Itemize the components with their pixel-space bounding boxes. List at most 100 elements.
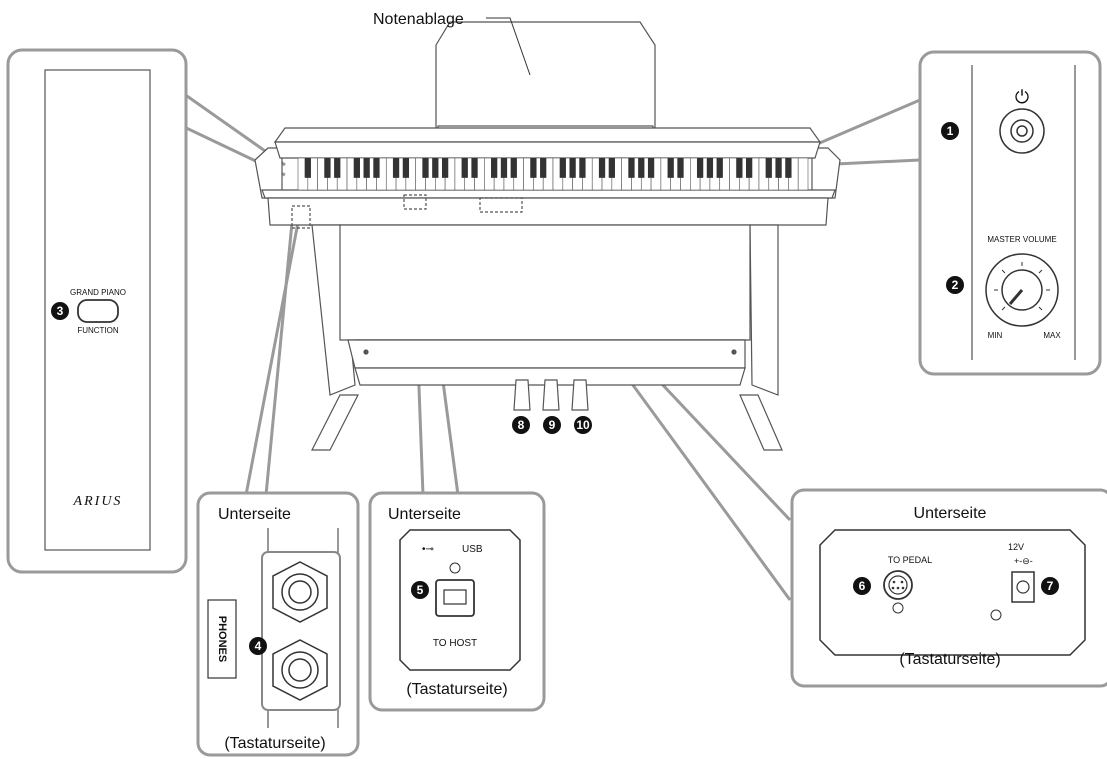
number-7: 7 xyxy=(1041,577,1059,595)
back-panel xyxy=(339,224,751,341)
black-key xyxy=(540,158,547,178)
phones-callout: Unterseite PHONES (Tastaturseite) 4 xyxy=(196,491,360,757)
leg-right xyxy=(749,224,779,396)
left-panel-callout: GRAND PIANO FUNCTION ARIUS 3 xyxy=(6,48,188,574)
foot-right xyxy=(739,394,783,451)
pedal-box xyxy=(347,339,746,369)
black-key xyxy=(500,158,508,178)
black-key xyxy=(304,158,311,178)
piano-lid xyxy=(273,127,822,143)
black-key xyxy=(785,158,792,178)
cabinet-left xyxy=(254,147,283,199)
svg-text:3: 3 xyxy=(57,304,64,318)
min-label: MIN xyxy=(988,331,1003,340)
black-key xyxy=(373,158,380,178)
dc-polarity-icon: +-⊖- xyxy=(1014,556,1033,566)
key-slip xyxy=(261,189,836,199)
brand-label: ARIUS xyxy=(73,494,123,509)
black-key xyxy=(510,158,517,178)
foot-left xyxy=(311,394,359,451)
music-rest-label: Notenablage xyxy=(373,11,464,28)
svg-text:1: 1 xyxy=(947,124,954,138)
black-key xyxy=(775,158,782,178)
svg-text:9: 9 xyxy=(549,418,556,432)
phones-label-box xyxy=(207,599,237,679)
number-10: 10 xyxy=(574,416,592,434)
black-key xyxy=(598,158,606,178)
black-key xyxy=(441,158,449,178)
black-key xyxy=(353,158,360,178)
pedals xyxy=(513,379,589,411)
function-label: FUNCTION xyxy=(77,326,119,335)
power-button xyxy=(999,108,1045,154)
black-key xyxy=(422,158,429,178)
black-key xyxy=(324,158,331,178)
black-key xyxy=(716,158,723,178)
black-key xyxy=(334,158,341,178)
black-key xyxy=(569,158,576,178)
black-key xyxy=(628,158,635,178)
black-key xyxy=(530,158,537,178)
front-rail xyxy=(267,197,829,226)
leg-left xyxy=(311,224,356,396)
to-host-label: TO HOST xyxy=(433,638,477,649)
black-key xyxy=(608,158,615,178)
keyboard xyxy=(297,157,809,191)
black-key xyxy=(471,158,478,178)
grand-piano-function-button xyxy=(77,299,119,323)
number-2: 2 xyxy=(946,276,964,294)
black-key xyxy=(736,158,743,178)
black-key xyxy=(579,158,586,178)
black-key xyxy=(461,158,468,178)
black-key xyxy=(432,158,439,178)
power-symbol: ⏻ xyxy=(1015,87,1029,107)
number-8: 8 xyxy=(512,416,530,434)
master-volume-label: MASTER VOLUME xyxy=(987,235,1056,244)
number-6: 6 xyxy=(853,577,871,595)
piano xyxy=(254,21,841,451)
phones-jack-upper xyxy=(272,561,328,623)
black-key xyxy=(402,158,410,178)
max-label: MAX xyxy=(1043,331,1061,340)
pedal-dc-callout: Unterseite TO PEDAL 12V +-⊖- (Tastaturse… xyxy=(790,488,1107,688)
number-1: 1 xyxy=(941,122,959,140)
fallboard xyxy=(274,141,821,159)
black-key xyxy=(638,158,645,178)
number-5: 5 xyxy=(411,581,429,599)
black-key xyxy=(363,158,370,178)
usb-symbol-icon: •⊸ xyxy=(422,544,434,555)
svg-text:10: 10 xyxy=(576,418,590,432)
music-rest-callout: Notenablage xyxy=(373,11,531,76)
black-key xyxy=(677,158,684,178)
white-key xyxy=(797,157,809,191)
svg-text:7: 7 xyxy=(1047,579,1054,593)
usb-label: USB xyxy=(462,544,483,555)
black-key xyxy=(706,158,714,178)
phones-label: PHONES xyxy=(216,616,228,662)
master-volume-knob xyxy=(985,253,1059,327)
svg-text:6: 6 xyxy=(859,579,866,593)
black-key xyxy=(746,158,753,178)
black-key xyxy=(559,158,566,178)
black-key xyxy=(765,158,772,178)
black-key xyxy=(491,158,498,178)
usb-keyboard-side-label: (Tastaturseite) xyxy=(406,681,507,698)
black-key xyxy=(696,158,704,178)
pedal-bottom-side-label: Unterseite xyxy=(914,505,987,522)
phones-keyboard-side-label: (Tastaturseite) xyxy=(224,735,325,752)
number-3: 3 xyxy=(51,302,69,320)
phones-bottom-side-label: Unterseite xyxy=(218,506,291,523)
usb-bottom-side-label: Unterseite xyxy=(388,506,461,523)
svg-text:5: 5 xyxy=(417,583,424,597)
dc-in-label: 12V xyxy=(1008,542,1024,552)
music-rest xyxy=(435,21,656,129)
to-pedal-label: TO PEDAL xyxy=(888,555,932,565)
svg-text:2: 2 xyxy=(952,278,959,292)
svg-text:4: 4 xyxy=(255,639,262,653)
svg-text:8: 8 xyxy=(518,418,525,432)
usb-callout: Unterseite •⊸ USB TO HOST (Tastaturseite… xyxy=(368,491,546,712)
black-key xyxy=(667,158,674,178)
number-4: 4 xyxy=(249,637,267,655)
